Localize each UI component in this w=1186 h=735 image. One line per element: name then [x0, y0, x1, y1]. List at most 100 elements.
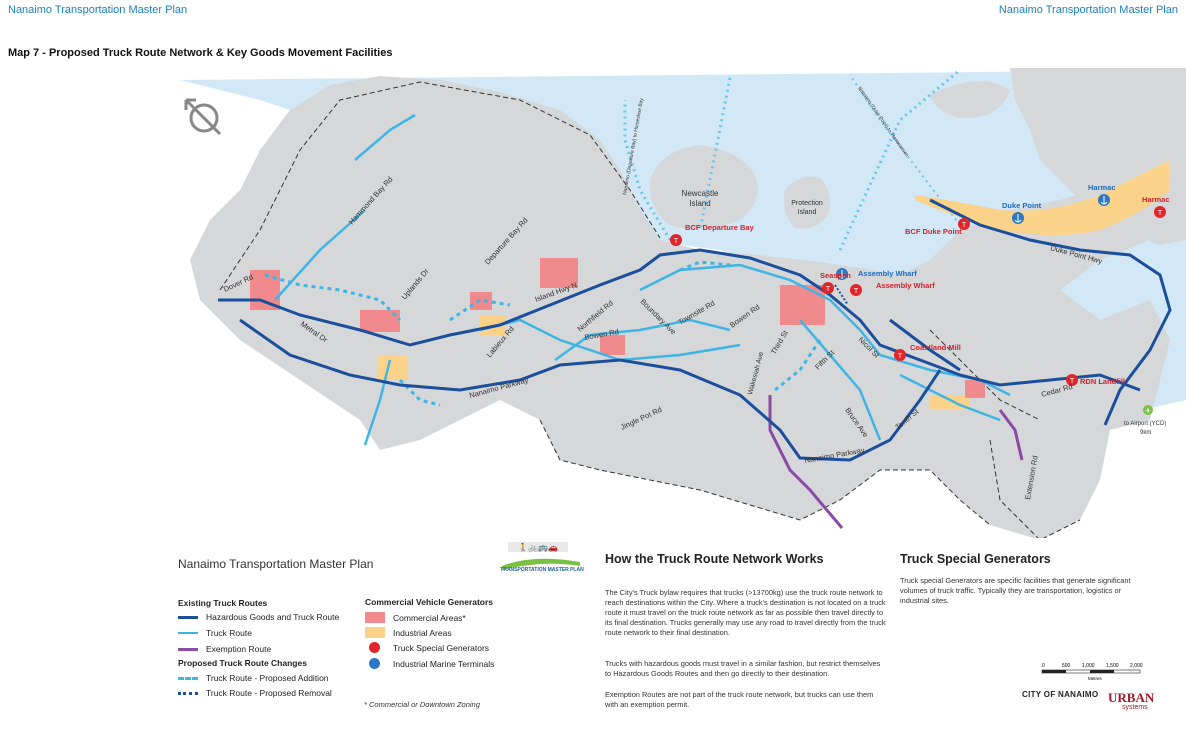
svg-text:T: T: [1158, 210, 1163, 217]
airport-dist: 9km: [1140, 430, 1151, 436]
generator-bcf-duke-point-icon: T: [958, 218, 970, 230]
addition-swatch-icon: [178, 676, 198, 680]
svg-text:T: T: [674, 238, 679, 245]
land-northeast-small: [930, 81, 1010, 119]
generator-harmac-icon: T: [1154, 206, 1166, 218]
commercial-area-5: [470, 292, 492, 310]
marine-label-assembly: Assembly Wharf: [858, 269, 917, 278]
marine-terminals: [836, 194, 1110, 280]
svg-text:T: T: [854, 288, 859, 295]
exemption-route-2: [998, 409, 1024, 461]
marine-label-duke: Duke Point: [1002, 201, 1042, 210]
exemption-swatch-icon: [178, 647, 198, 651]
city-boundary: [219, 81, 1081, 538]
ferry-tsawwassen: [849, 74, 961, 226]
marine-swatch-icon: [369, 658, 380, 669]
svg-text:Metres: Metres: [1088, 676, 1103, 681]
svg-text:T: T: [898, 353, 903, 360]
map-canvas[interactable]: T T T T T T T ✈ Newcastle Island Protect…: [0, 68, 1186, 538]
label-island: Island: [689, 199, 710, 208]
legend-cvg-heading: Commercial Vehicle Generators: [365, 597, 494, 607]
marine-harmac-icon: [1098, 194, 1110, 206]
how-paragraph-2: Trucks with hazardous goods must travel …: [605, 659, 881, 678]
ferry-horseshoe-bay: [698, 77, 732, 231]
industrial-area-1: [378, 355, 408, 380]
legend-industrial: Industrial Areas: [365, 627, 452, 638]
how-title: How the Truck Route Network Works: [605, 552, 824, 566]
svg-text:✈: ✈: [1145, 408, 1151, 415]
removal-swatch-icon: [178, 691, 198, 695]
legend-footnote: * Commercial or Downtown Zoning: [364, 700, 480, 709]
label-protection-island: Island: [798, 209, 817, 216]
commercial-area-downtown: [780, 285, 825, 325]
commercial-area-4: [600, 335, 625, 355]
label-newcastle: Newcastle: [682, 189, 719, 198]
marine-label-harmac: Harmac: [1088, 183, 1116, 192]
special-title: Truck Special Generators: [900, 552, 1051, 566]
legend-generators: Truck Special Generators: [365, 642, 489, 653]
truck-special-generators: T T T T T T T: [670, 206, 1166, 386]
svg-text:500: 500: [1062, 663, 1071, 669]
header-left-title: Nanaimo Transportation Master Plan: [8, 4, 188, 16]
legend-marine: Industrial Marine Terminals: [365, 658, 494, 669]
gen-label-assembly: Assembly Wharf: [876, 281, 935, 290]
industrial-swatch-icon: [365, 627, 385, 638]
gen-label-coastland: Coastland Mill: [910, 343, 961, 352]
legend-truck: Truck Route: [178, 628, 252, 638]
label-protection: Protection: [791, 200, 823, 207]
generator-seaspan-icon: T: [822, 282, 834, 294]
commercial-swatch-icon: [365, 612, 385, 623]
protection-island: [783, 176, 831, 229]
marine-duke-point-icon: [1012, 212, 1024, 224]
generator-swatch-icon: [369, 642, 380, 653]
gen-label-bcf-duke: BCF Duke Point: [905, 227, 962, 236]
special-paragraph: Truck special Generators are specific fa…: [900, 576, 1131, 605]
how-paragraph-3: Exemption Routes are not part of the tru…: [605, 690, 874, 709]
airport-label: to Airport (YCD): [1124, 421, 1166, 427]
airport-icon: ✈: [1143, 405, 1153, 415]
gen-label-seaspan: Seaspan: [820, 271, 851, 280]
city-of-nanaimo-logo: CITY OF NANAIMO: [1022, 690, 1099, 699]
generator-coastland-mill-icon: T: [894, 349, 906, 361]
ferry-departure-bay: [623, 100, 672, 241]
legend-commercial: Commercial Areas*: [365, 612, 466, 623]
generator-assembly-wharf-icon: T: [850, 284, 862, 296]
commercial-area-6: [965, 380, 985, 398]
how-paragraph-1: The City's Truck bylaw requires that tru…: [605, 588, 886, 637]
svg-text:1,000: 1,000: [1082, 663, 1095, 669]
header-right-title: Nanaimo Transportation Master Plan: [998, 4, 1178, 16]
tmp-logo-text: TRANSPORTATION MASTER PLAN: [500, 567, 584, 573]
industrial-area-duke: [915, 160, 1170, 235]
newcastle-island: [649, 145, 758, 229]
svg-text:T: T: [962, 222, 967, 229]
tmp-logo: 🚶🚲🚌🚗: [502, 542, 580, 570]
urban-systems-sub: systems: [1122, 704, 1148, 711]
generator-rdn-landfill-icon: T: [1066, 374, 1078, 386]
svg-text:0: 0: [1042, 663, 1045, 669]
svg-text:T: T: [826, 286, 831, 293]
gen-label-harmac: Harmac: [1142, 195, 1170, 204]
svg-text:2,000: 2,000: [1130, 663, 1143, 669]
svg-text:T: T: [1070, 378, 1075, 385]
hazard-swatch-icon: [178, 615, 198, 619]
gen-label-bcf-departure: BCF Departure Bay: [685, 223, 755, 232]
generator-bcf-departure-bay-icon: T: [670, 234, 682, 246]
marine-assembly-wharf-icon: [836, 268, 848, 280]
exemption-route-1: [768, 395, 844, 529]
truck-routes: [274, 113, 1011, 446]
map-title: Map 7 - Proposed Truck Route Network & K…: [8, 47, 393, 59]
land-city: [190, 76, 1175, 538]
legend-addition: Truck Route - Proposed Addition: [178, 673, 329, 683]
legend-title: Nanaimo Transportation Master Plan: [178, 557, 374, 571]
commercial-area-2: [360, 310, 400, 332]
svg-text:1,500: 1,500: [1106, 663, 1119, 669]
scale-bar: 0 500 1,000 1,500 2,000 Metres: [1040, 660, 1150, 693]
commercial-area-1: [540, 258, 578, 288]
urban-systems-logo: URBAN: [1108, 690, 1155, 705]
legend-removal: Truck Route - Proposed Removal: [178, 688, 332, 698]
north-arrow-icon: [184, 98, 222, 136]
hazard-routes: [218, 198, 1172, 462]
svg-text:🚶🚲🚌🚗: 🚶🚲🚌🚗: [518, 542, 558, 552]
legend-exemption: Exemption Route: [178, 644, 271, 654]
legend-hazard: Hazardous Goods and Truck Route: [178, 612, 339, 622]
